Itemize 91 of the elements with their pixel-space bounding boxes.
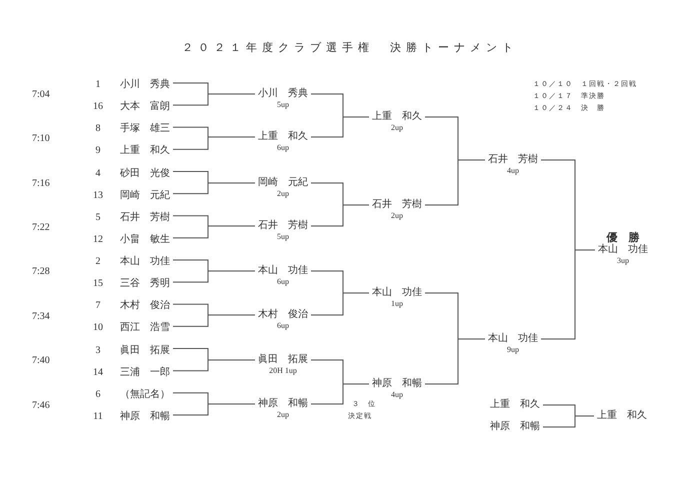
bracket-line — [172, 404, 256, 416]
player-name: 上重 和久 — [490, 399, 540, 411]
tee-time: 7:40 — [32, 355, 50, 366]
bracket-line — [172, 314, 256, 327]
player-name: 石井 芳樹 — [120, 212, 170, 224]
player-name: 上重 和久 — [120, 145, 170, 158]
bracket-line — [172, 270, 256, 283]
seed-number: 10 — [92, 322, 104, 334]
tee-time: 7:28 — [32, 266, 50, 277]
player-name: 小畠 敏生 — [120, 234, 170, 246]
player-name: 石井 芳樹 — [258, 220, 308, 232]
seed-number: 3 — [94, 344, 102, 357]
title: ２０２１年度クラブ選手権 決勝トーナメント — [181, 40, 519, 55]
player-name: 木村 俊治 — [120, 300, 170, 312]
player-name: 三浦 一郎 — [120, 366, 170, 379]
player-name: 西江 浩雪 — [120, 322, 170, 334]
champion-heading: 優 勝 — [606, 232, 640, 244]
player-name: 本山 功佳 — [488, 333, 538, 345]
player-name: 石井 芳樹 — [488, 154, 538, 166]
bracket-line — [310, 292, 370, 316]
player-name: 岡崎 元紀 — [258, 177, 308, 189]
score-text: 5up — [276, 100, 290, 110]
bracket-line — [172, 182, 256, 194]
seed-number: 14 — [92, 366, 104, 379]
seed-number: 7 — [94, 300, 102, 312]
player-name: 小川 秀典 — [120, 79, 170, 91]
player-name: 上重 和久 — [258, 131, 308, 143]
score-text: 2up — [390, 211, 404, 221]
player-name: 本山 功佳 — [120, 256, 170, 268]
player-name: 神原 和暢 — [258, 398, 308, 410]
score-text: 2up — [276, 410, 290, 420]
score-text: 2up — [390, 123, 404, 133]
bracket-line — [310, 116, 370, 138]
tee-time: 7:46 — [32, 400, 50, 411]
score-text: 5up — [276, 232, 290, 242]
player-name: 上重 和久 — [597, 410, 647, 422]
bracket-line — [172, 136, 256, 150]
seed-number: 16 — [92, 101, 104, 114]
seed-number: 15 — [92, 278, 104, 290]
bracket-line — [424, 338, 486, 384]
player-name: 三谷 秀明 — [120, 278, 170, 290]
player-name: （無記名） — [120, 388, 170, 401]
score-text: 6up — [276, 321, 290, 331]
tee-time: 7:16 — [32, 178, 50, 189]
score-text: 6up — [276, 143, 290, 153]
player-name: 木村 俊治 — [258, 309, 308, 321]
score-text: 6up — [276, 277, 290, 287]
seed-number: 5 — [94, 212, 102, 224]
tee-time: 7:04 — [32, 89, 50, 100]
seed-number: 1 — [94, 79, 102, 91]
player-name: 眞田 拓展 — [120, 344, 170, 357]
seed-number: 8 — [94, 123, 102, 136]
bracket-line — [172, 360, 256, 372]
seed-number: 9 — [94, 145, 102, 158]
seed-number: 4 — [94, 168, 102, 180]
player-name: 神原 和暢 — [490, 421, 540, 433]
player-name: 上重 和久 — [372, 111, 422, 123]
score-text: 2up — [276, 189, 290, 199]
score-text: 4up — [390, 390, 404, 400]
bracket-line — [540, 250, 596, 340]
player-name: 岡崎 元紀 — [120, 190, 170, 202]
bracket-line — [172, 226, 256, 238]
tee-time: 7:10 — [32, 133, 50, 144]
tee-time: 7:22 — [32, 222, 50, 233]
bracket-line — [310, 384, 370, 404]
player-name: 大本 富朗 — [120, 101, 170, 114]
score-text: 9up — [506, 345, 520, 355]
seed-number: 2 — [94, 256, 102, 268]
player-name: 本山 功佳 — [372, 287, 422, 299]
player-name: 石井 芳樹 — [372, 199, 422, 211]
tee-time: 7:34 — [32, 311, 50, 322]
player-name: 本山 功佳 — [258, 265, 308, 277]
player-name: 砂田 光俊 — [120, 168, 170, 180]
seed-number: 13 — [92, 190, 104, 202]
bracket-line — [172, 94, 256, 106]
seed-number: 6 — [94, 388, 102, 401]
player-name: 小川 秀典 — [258, 88, 308, 100]
bracket-line — [310, 204, 370, 226]
bracket-line — [424, 160, 486, 206]
score-text: 3up — [616, 256, 630, 266]
score-text: 4up — [506, 166, 520, 176]
player-name: 神原 和暢 — [120, 410, 170, 423]
seed-number: 12 — [92, 234, 104, 246]
score-text: 20H 1up — [268, 366, 298, 376]
bracket-line — [542, 416, 594, 428]
player-name: 神原 和暢 — [372, 378, 422, 390]
player-name: 手塚 雄三 — [120, 123, 170, 136]
player-name: 眞田 拓展 — [258, 354, 308, 366]
player-name: 本山 功佳 — [598, 244, 648, 256]
score-text: 1up — [390, 299, 404, 309]
seed-number: 11 — [92, 410, 104, 423]
